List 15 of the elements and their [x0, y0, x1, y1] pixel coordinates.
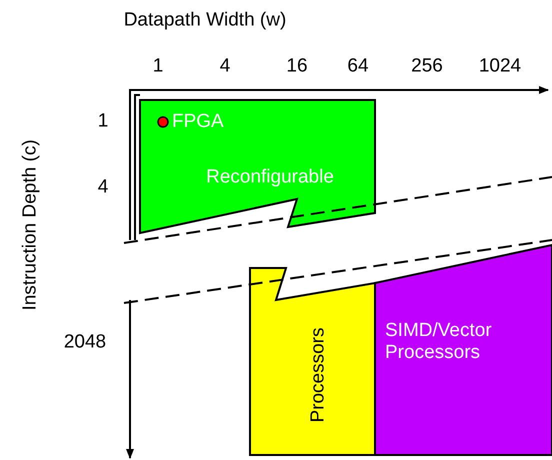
- tick-label: 16: [286, 56, 308, 76]
- tick-label: 256: [411, 56, 443, 76]
- tick-label: 1: [98, 112, 108, 130]
- region-label: SIMD/Vector Processors: [385, 320, 493, 364]
- tick-label: 1024: [478, 56, 522, 76]
- region-label: Reconfigurable: [206, 168, 334, 186]
- axis-title: Datapath Width (w): [124, 10, 286, 30]
- tick-label: 2048: [64, 332, 106, 352]
- tick-label: 4: [98, 178, 108, 196]
- region-label: Processors: [308, 327, 328, 423]
- tick-label: 1: [152, 56, 164, 76]
- point-label: FPGA: [172, 112, 224, 131]
- axis-title: Instruction Depth (c): [20, 139, 40, 311]
- tick-label: 64: [347, 56, 369, 76]
- tick-label: 4: [220, 56, 230, 76]
